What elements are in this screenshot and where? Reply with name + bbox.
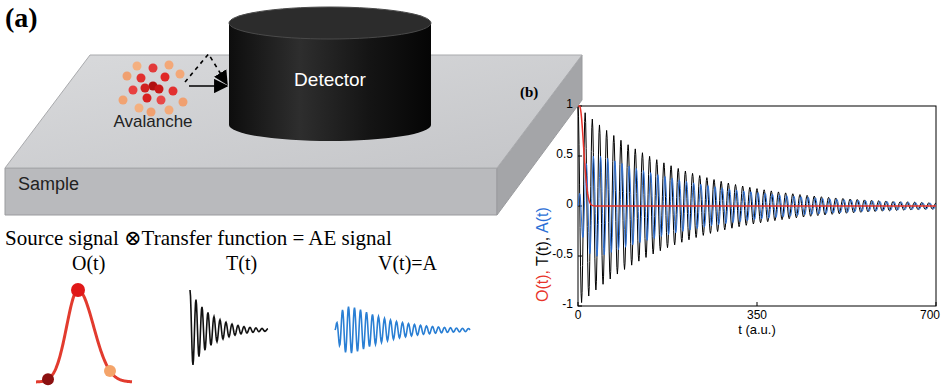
avalanche-dot bbox=[141, 84, 150, 93]
tick-label: 1 bbox=[566, 98, 573, 112]
signal-symbol: O(t) bbox=[72, 252, 105, 275]
panel-label: (b) bbox=[520, 84, 538, 101]
avalanche-dot bbox=[135, 104, 144, 113]
transfer-trace bbox=[578, 106, 936, 303]
avalanche-dot bbox=[143, 94, 152, 103]
sample-label: Sample bbox=[18, 174, 585, 195]
avalanche-dot bbox=[157, 96, 166, 105]
tick-label: 0 bbox=[566, 198, 573, 212]
axis-ticks bbox=[578, 106, 936, 306]
tick-label: 350 bbox=[747, 309, 767, 323]
tick-label: 0 bbox=[575, 309, 582, 323]
detector-top bbox=[229, 7, 431, 39]
avalanche-dot bbox=[161, 73, 170, 82]
tick-label: -0.5 bbox=[552, 248, 573, 262]
tick-label: 700 bbox=[920, 309, 940, 323]
y-tick bbox=[578, 306, 582, 307]
axis-title: t (a.u.) bbox=[738, 323, 776, 338]
axis-title: O(t), bbox=[534, 270, 552, 302]
source-pulse bbox=[36, 290, 132, 382]
avalanche-dot bbox=[129, 86, 138, 95]
avalanche-dot bbox=[123, 72, 132, 81]
x-tick bbox=[757, 302, 758, 306]
transfer-ringing bbox=[190, 290, 268, 365]
source-trace bbox=[578, 106, 936, 206]
ae-burst bbox=[335, 307, 470, 353]
avalanche-dot bbox=[119, 96, 128, 105]
signal-symbol: T(t) bbox=[226, 252, 257, 275]
panel-label: (a) bbox=[5, 2, 38, 34]
avalanche-dot bbox=[155, 85, 164, 94]
source-dot bbox=[104, 365, 116, 377]
avalanche-dot bbox=[179, 98, 188, 107]
detector-body bbox=[229, 23, 431, 141]
detector-cylinder: Detector bbox=[228, 5, 432, 143]
avalanche-dot bbox=[133, 62, 142, 71]
chart-traces bbox=[578, 106, 936, 303]
avalanche-dot bbox=[165, 61, 174, 70]
avalanche-cluster: Avalanche bbox=[105, 62, 201, 138]
detector-label: Detector bbox=[228, 69, 432, 91]
avalanche-dot bbox=[169, 87, 178, 96]
x-tick bbox=[578, 302, 579, 306]
axis-title: T(t), bbox=[534, 237, 552, 266]
signal-sketches bbox=[36, 283, 470, 385]
tick-label: 0.5 bbox=[556, 148, 573, 162]
convolution-equation: Source signal ⊗Transfer function = AE si… bbox=[5, 226, 392, 250]
tick-label: -1 bbox=[562, 298, 573, 312]
signal-chart bbox=[578, 106, 936, 306]
signal-symbol: V(t)=A bbox=[378, 252, 437, 275]
avalanche-dot bbox=[137, 74, 146, 83]
x-tick bbox=[936, 302, 937, 306]
avalanche-dot bbox=[149, 64, 158, 73]
y-tick bbox=[578, 156, 582, 157]
avalanche-dot bbox=[176, 70, 185, 79]
chart-frame bbox=[578, 106, 936, 306]
source-dot bbox=[42, 373, 54, 385]
axis-title: A(t) bbox=[534, 207, 552, 233]
source-dot bbox=[71, 283, 85, 297]
avalanche-label: Avalanche bbox=[105, 112, 201, 132]
